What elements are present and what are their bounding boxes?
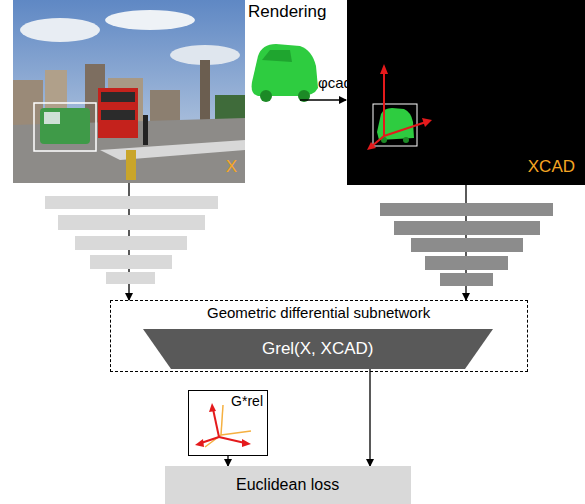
- annotation-label: Rendering: [248, 2, 326, 22]
- node-label: Euclidean loss: [236, 476, 339, 494]
- node-label: XCAD: [528, 157, 575, 177]
- node-label: G*rel: [231, 393, 263, 409]
- flow-arrow: [369, 369, 370, 466]
- node-label: X: [226, 157, 237, 177]
- rendered-car: [252, 44, 318, 102]
- rendering-arrow: [300, 99, 346, 100]
- node-label: Grel(X, XCAD): [262, 339, 373, 359]
- trapezoid-block: Grel(X, XCAD): [143, 329, 493, 369]
- node-label: Geometric differential subnetwork: [207, 304, 430, 321]
- image-encoder: [45, 196, 218, 284]
- input-photo: X: [13, 0, 245, 183]
- subnetwork-group: Geometric differential subnetworkGrel(X,…: [110, 300, 528, 372]
- loss-box: Euclidean loss: [165, 466, 411, 504]
- cad-encoder: [380, 203, 553, 286]
- street-photo: [13, 0, 245, 183]
- ground-truth-box: G*rel: [188, 390, 268, 456]
- cad-render-image: [347, 0, 585, 185]
- annotation-label: φcad: [318, 74, 352, 91]
- cad-image: XCAD: [347, 0, 585, 185]
- flow-arrow: [227, 456, 228, 466]
